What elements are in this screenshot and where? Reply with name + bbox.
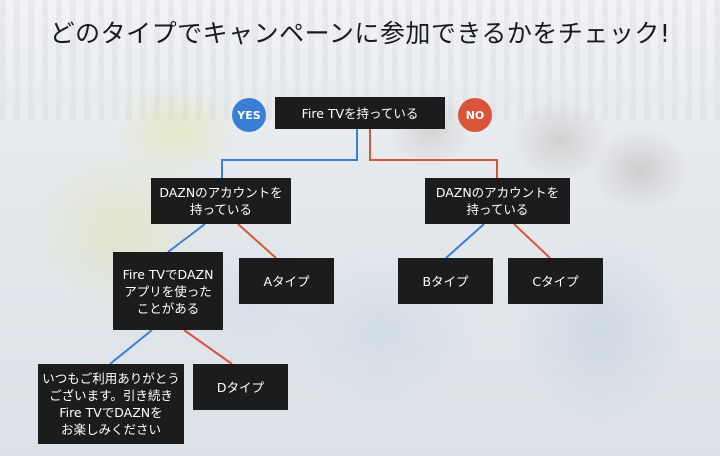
page-title: どのタイプでキャンペーンに参加できるかをチェック!	[49, 19, 671, 48]
node-right-has-dazn-account: DAZNのアカウントを 持っている	[425, 178, 570, 224]
node-type-d: Dタイプ	[193, 364, 288, 410]
connector-root-no	[369, 128, 498, 178]
node-has-fire-tv: Fire TVを持っている	[275, 97, 445, 129]
connector-left-yes	[167, 223, 206, 253]
connector-left-no	[237, 223, 277, 259]
node-type-b: Bタイプ	[398, 258, 493, 304]
connector-root-yes	[221, 128, 358, 178]
node-type-a: Aタイプ	[239, 258, 334, 304]
connector-app-yes	[109, 329, 153, 365]
connector-right-no	[513, 223, 551, 259]
yes-badge: YES	[232, 98, 266, 132]
node-thanks-message: いつもご利用ありがとう ございます。引き続き Fire TVでDAZNを お楽し…	[38, 364, 184, 444]
node-used-dazn-app: Fire TVでDAZN アプリを使った ことがある	[113, 252, 223, 330]
no-badge: NO	[458, 98, 492, 132]
connector-right-yes	[445, 223, 485, 259]
connector-app-no	[183, 329, 233, 365]
node-left-has-dazn-account: DAZNのアカウントを 持っている	[151, 178, 291, 224]
node-type-c: Cタイプ	[508, 258, 603, 304]
